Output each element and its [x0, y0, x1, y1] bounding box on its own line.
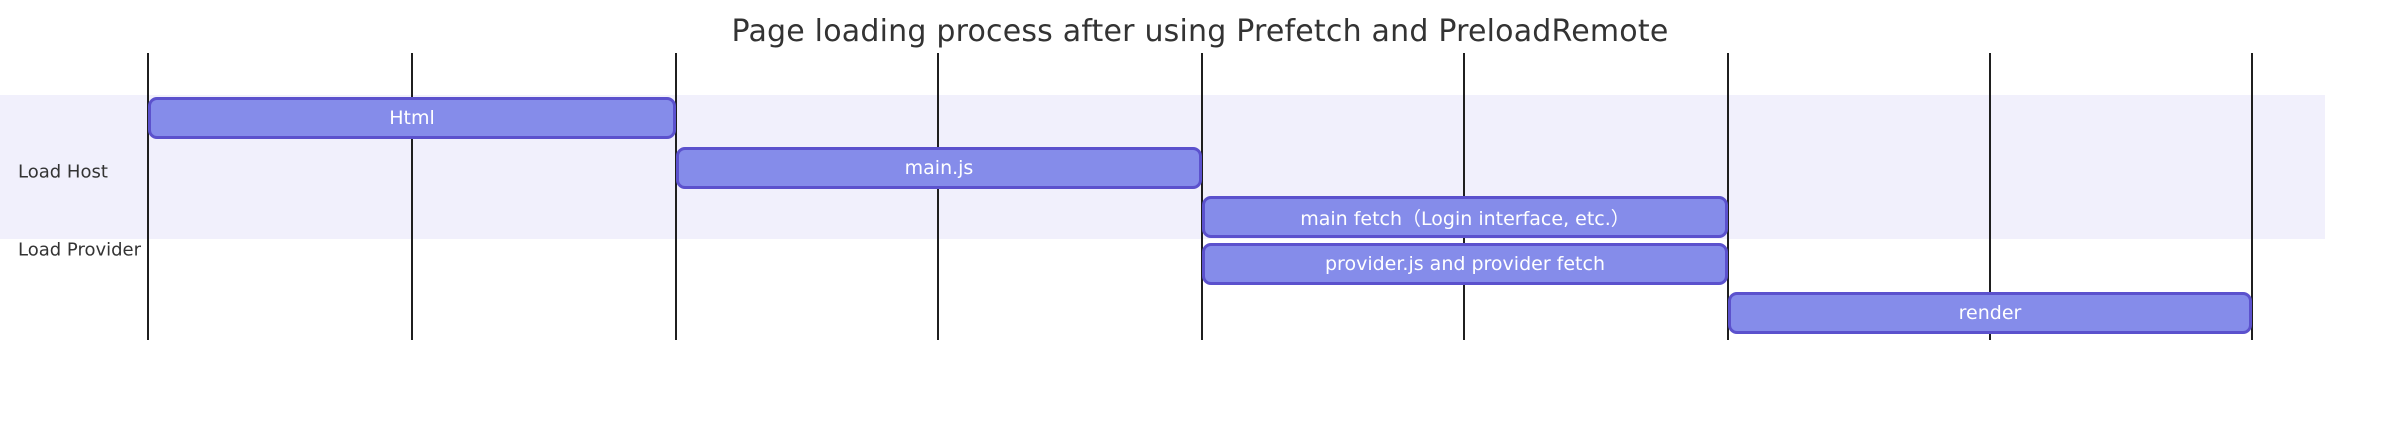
- gridline-3: [937, 53, 939, 340]
- gridline-7: [1989, 53, 1991, 340]
- task-bar[interactable]: render: [1728, 292, 2252, 334]
- gridline-8: [2251, 53, 2253, 340]
- task-bar-label: main.js: [904, 157, 974, 179]
- task-bar[interactable]: Html: [148, 97, 676, 139]
- gridline-4: [1201, 53, 1203, 340]
- gridline-0: [147, 53, 149, 340]
- task-bar-label: provider.js and provider fetch: [1325, 253, 1605, 275]
- task-bar[interactable]: main fetch（Login interface, etc.）: [1202, 196, 1728, 238]
- category-label-load-provider: Load Provider: [18, 239, 142, 261]
- task-bar-label: main fetch（Login interface, etc.）: [1300, 207, 1630, 230]
- task-bar[interactable]: main.js: [676, 147, 1202, 189]
- task-bar-label: Html: [389, 107, 435, 129]
- task-bar[interactable]: provider.js and provider fetch: [1202, 243, 1728, 285]
- category-label-load-host: Load Host: [18, 161, 108, 183]
- gridline-2: [675, 53, 677, 340]
- task-bar-label: render: [1958, 302, 2022, 324]
- gridline-1: [411, 53, 413, 340]
- chart-title: Page loading process after using Prefetc…: [731, 14, 1669, 49]
- gridline-6: [1727, 53, 1729, 340]
